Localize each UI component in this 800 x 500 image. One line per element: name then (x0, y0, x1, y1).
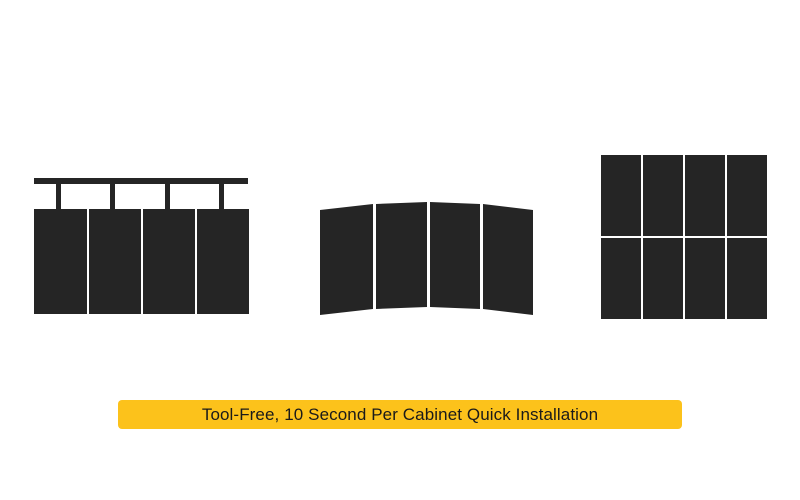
hanging-bar (34, 178, 248, 184)
cabinet-panel (727, 238, 767, 319)
cabinet-panel (34, 209, 87, 314)
cabinet-panel (643, 155, 683, 236)
cabinet-panel (601, 155, 641, 236)
cabinet-panel (376, 202, 427, 309)
hanging-cabinets-frame-icon (34, 178, 249, 314)
cabinet-panel (685, 238, 725, 319)
cabinet-panel (430, 202, 480, 309)
hanging-post (110, 184, 115, 209)
cabinet-panel (320, 204, 373, 315)
cabinet-panel (601, 238, 641, 319)
hanging-post (219, 184, 224, 209)
cabinet-panel (643, 238, 683, 319)
cabinet-panel (197, 209, 249, 314)
cabinet-panel (727, 155, 767, 236)
cabinet-panel (685, 155, 725, 236)
hanging-post (56, 184, 61, 209)
stacked-cabinet-grid-icon (601, 155, 767, 319)
curved-cabinet-wall-icon (320, 202, 533, 315)
cabinet-panel (89, 209, 141, 314)
installation-banner: Tool-Free, 10 Second Per Cabinet Quick I… (118, 400, 682, 429)
hanging-post (165, 184, 170, 209)
cabinet-panel (143, 209, 195, 314)
installation-caption: Tool-Free, 10 Second Per Cabinet Quick I… (201, 404, 599, 424)
cabinet-panel (483, 204, 533, 315)
